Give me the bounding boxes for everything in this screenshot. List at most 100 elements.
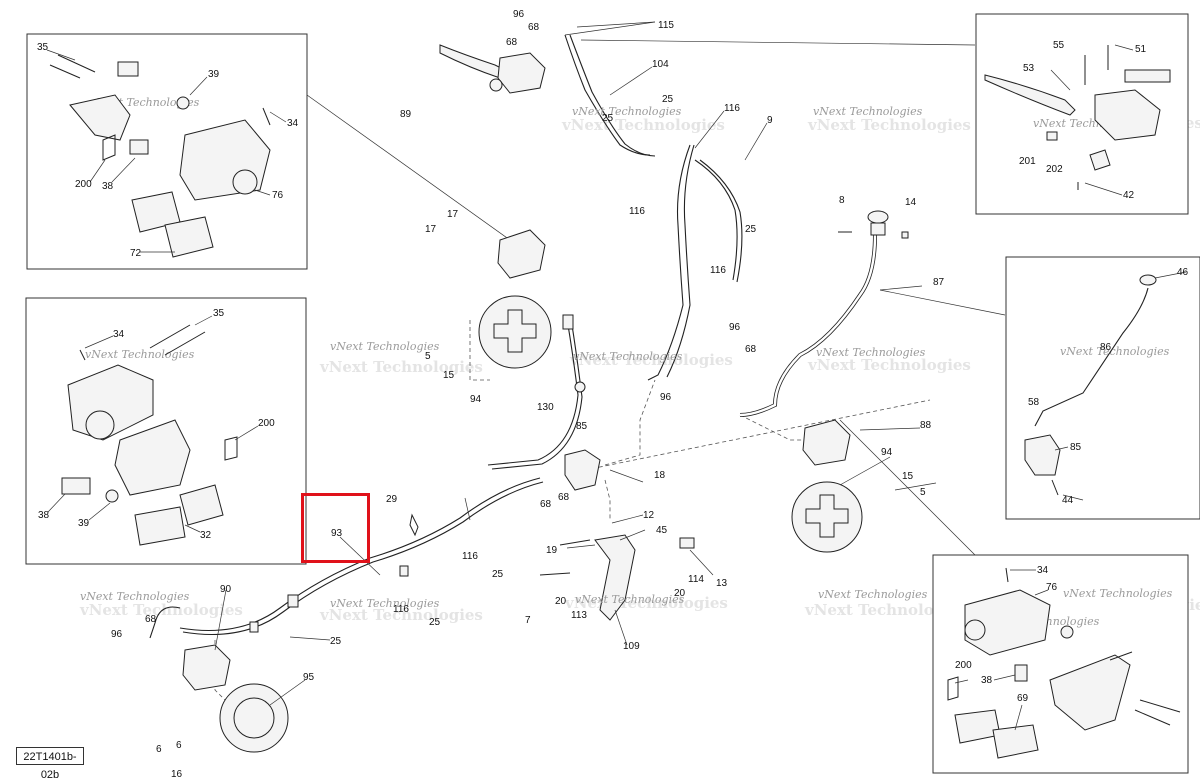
callout-116: 116 bbox=[724, 103, 740, 114]
callout-25: 25 bbox=[662, 94, 674, 105]
inset-master-cylinder-lever: vNext Technologies 55 51 53 201 202 42 bbox=[975, 13, 1189, 215]
callout-68: 68 bbox=[145, 614, 157, 625]
callout-85: 85 bbox=[576, 421, 588, 432]
watermark: vNext Technologies bbox=[85, 348, 195, 361]
leader-line bbox=[339, 536, 381, 576]
callout-95: 95 bbox=[303, 672, 315, 683]
pin bbox=[49, 64, 81, 79]
leader-line bbox=[954, 679, 969, 684]
inset-reference-line bbox=[580, 39, 976, 46]
leader-line bbox=[46, 49, 76, 61]
callout-12: 12 bbox=[643, 510, 655, 521]
callout-29: 29 bbox=[386, 494, 398, 505]
leader-line bbox=[1014, 704, 1023, 731]
watermark: vNext Technologies bbox=[572, 105, 682, 118]
callout-116: 116 bbox=[629, 206, 645, 217]
callout-46: 46 bbox=[1177, 267, 1189, 278]
reservoir-cap bbox=[1139, 274, 1157, 286]
leader-line bbox=[289, 636, 331, 641]
main-parts bbox=[182, 44, 909, 753]
shim bbox=[224, 436, 238, 461]
callout-35: 35 bbox=[213, 308, 225, 319]
brake-pad bbox=[164, 216, 214, 258]
callout-201: 201 bbox=[1019, 156, 1036, 167]
callout-116: 116 bbox=[462, 551, 478, 562]
pivot-bolt bbox=[539, 572, 571, 576]
leader-line bbox=[1054, 446, 1069, 451]
callout-20: 20 bbox=[674, 588, 686, 599]
callout-25: 25 bbox=[745, 224, 757, 235]
watermark: vNext Technologies bbox=[1063, 587, 1173, 600]
inset-reference-line bbox=[306, 94, 511, 241]
hose-front-left bbox=[647, 144, 691, 381]
alignment-dash bbox=[584, 399, 931, 471]
callout-109: 109 bbox=[623, 641, 640, 652]
watermark-large: vNext Technologies bbox=[561, 116, 725, 134]
bleeder-screw bbox=[262, 107, 271, 126]
bleeder-screw bbox=[79, 349, 86, 361]
reservoir-cover bbox=[1124, 69, 1171, 83]
callout-15: 15 bbox=[902, 471, 914, 482]
reservoir-hose bbox=[1034, 287, 1149, 427]
bushing bbox=[1060, 625, 1074, 639]
callout-39: 39 bbox=[208, 69, 220, 80]
bushing bbox=[105, 489, 119, 503]
leader-line bbox=[89, 159, 106, 183]
callout-104: 104 bbox=[652, 59, 669, 70]
leader-line bbox=[689, 549, 714, 576]
callout-68: 68 bbox=[540, 499, 552, 510]
callout-114: 114 bbox=[688, 574, 704, 585]
callout-51: 51 bbox=[1135, 44, 1147, 55]
callout-68: 68 bbox=[528, 22, 540, 33]
callout-69: 69 bbox=[1017, 693, 1029, 704]
watermark: vNext Technologies bbox=[813, 105, 923, 118]
inset-frame bbox=[1005, 256, 1200, 520]
push-rod bbox=[1051, 479, 1059, 496]
callout-35: 35 bbox=[37, 42, 49, 53]
callout-34: 34 bbox=[1037, 565, 1049, 576]
callout-94: 94 bbox=[881, 447, 893, 458]
callout-5: 5 bbox=[425, 351, 431, 362]
hose-front-right bbox=[694, 159, 738, 281]
leader-line bbox=[269, 111, 287, 123]
leader-line bbox=[576, 21, 656, 28]
rear-disc bbox=[791, 481, 863, 553]
callout-38: 38 bbox=[38, 510, 50, 521]
hose-130 bbox=[491, 324, 583, 470]
hose-104 bbox=[569, 34, 656, 157]
leader-line bbox=[1034, 589, 1049, 596]
callout-87: 87 bbox=[933, 277, 945, 288]
callout-86: 86 bbox=[1100, 342, 1112, 353]
clip bbox=[901, 231, 909, 239]
callout-leaders bbox=[214, 21, 937, 706]
watermark: vNext Technologies bbox=[816, 346, 926, 359]
caliper-bracket bbox=[69, 94, 131, 141]
callout-25: 25 bbox=[492, 569, 504, 580]
callout-68: 68 bbox=[745, 344, 757, 355]
inset-front-caliper-right: vNext Technologies 34 35 200 38 39 32 bbox=[25, 297, 307, 565]
inset-rear-caliper-right: vNext Technologies 34 76 200 38 69 bbox=[932, 554, 1189, 774]
watermark-large: vNext Technologies bbox=[569, 351, 733, 369]
front-brake-lever bbox=[439, 44, 506, 79]
leader-line bbox=[189, 76, 208, 96]
callout-116: 116 bbox=[710, 265, 726, 276]
selected-part-highlight[interactable] bbox=[301, 493, 370, 563]
callout-68: 68 bbox=[558, 492, 570, 503]
brake-pad bbox=[134, 506, 186, 546]
callout-45: 45 bbox=[656, 525, 668, 536]
watermark-large: vNext Technologies bbox=[79, 601, 243, 619]
reference-leaders bbox=[214, 39, 1006, 701]
clip bbox=[574, 381, 586, 393]
callout-15: 15 bbox=[443, 370, 455, 381]
rear-caliper-left bbox=[182, 644, 231, 691]
hose-130 bbox=[487, 324, 579, 466]
hose-87 bbox=[739, 234, 877, 417]
callout-89: 89 bbox=[400, 109, 412, 120]
caliper-piston bbox=[85, 410, 115, 440]
hose-87 bbox=[739, 234, 877, 417]
bushing bbox=[679, 537, 695, 549]
callout-130: 130 bbox=[537, 402, 554, 413]
callout-94: 94 bbox=[470, 394, 482, 405]
